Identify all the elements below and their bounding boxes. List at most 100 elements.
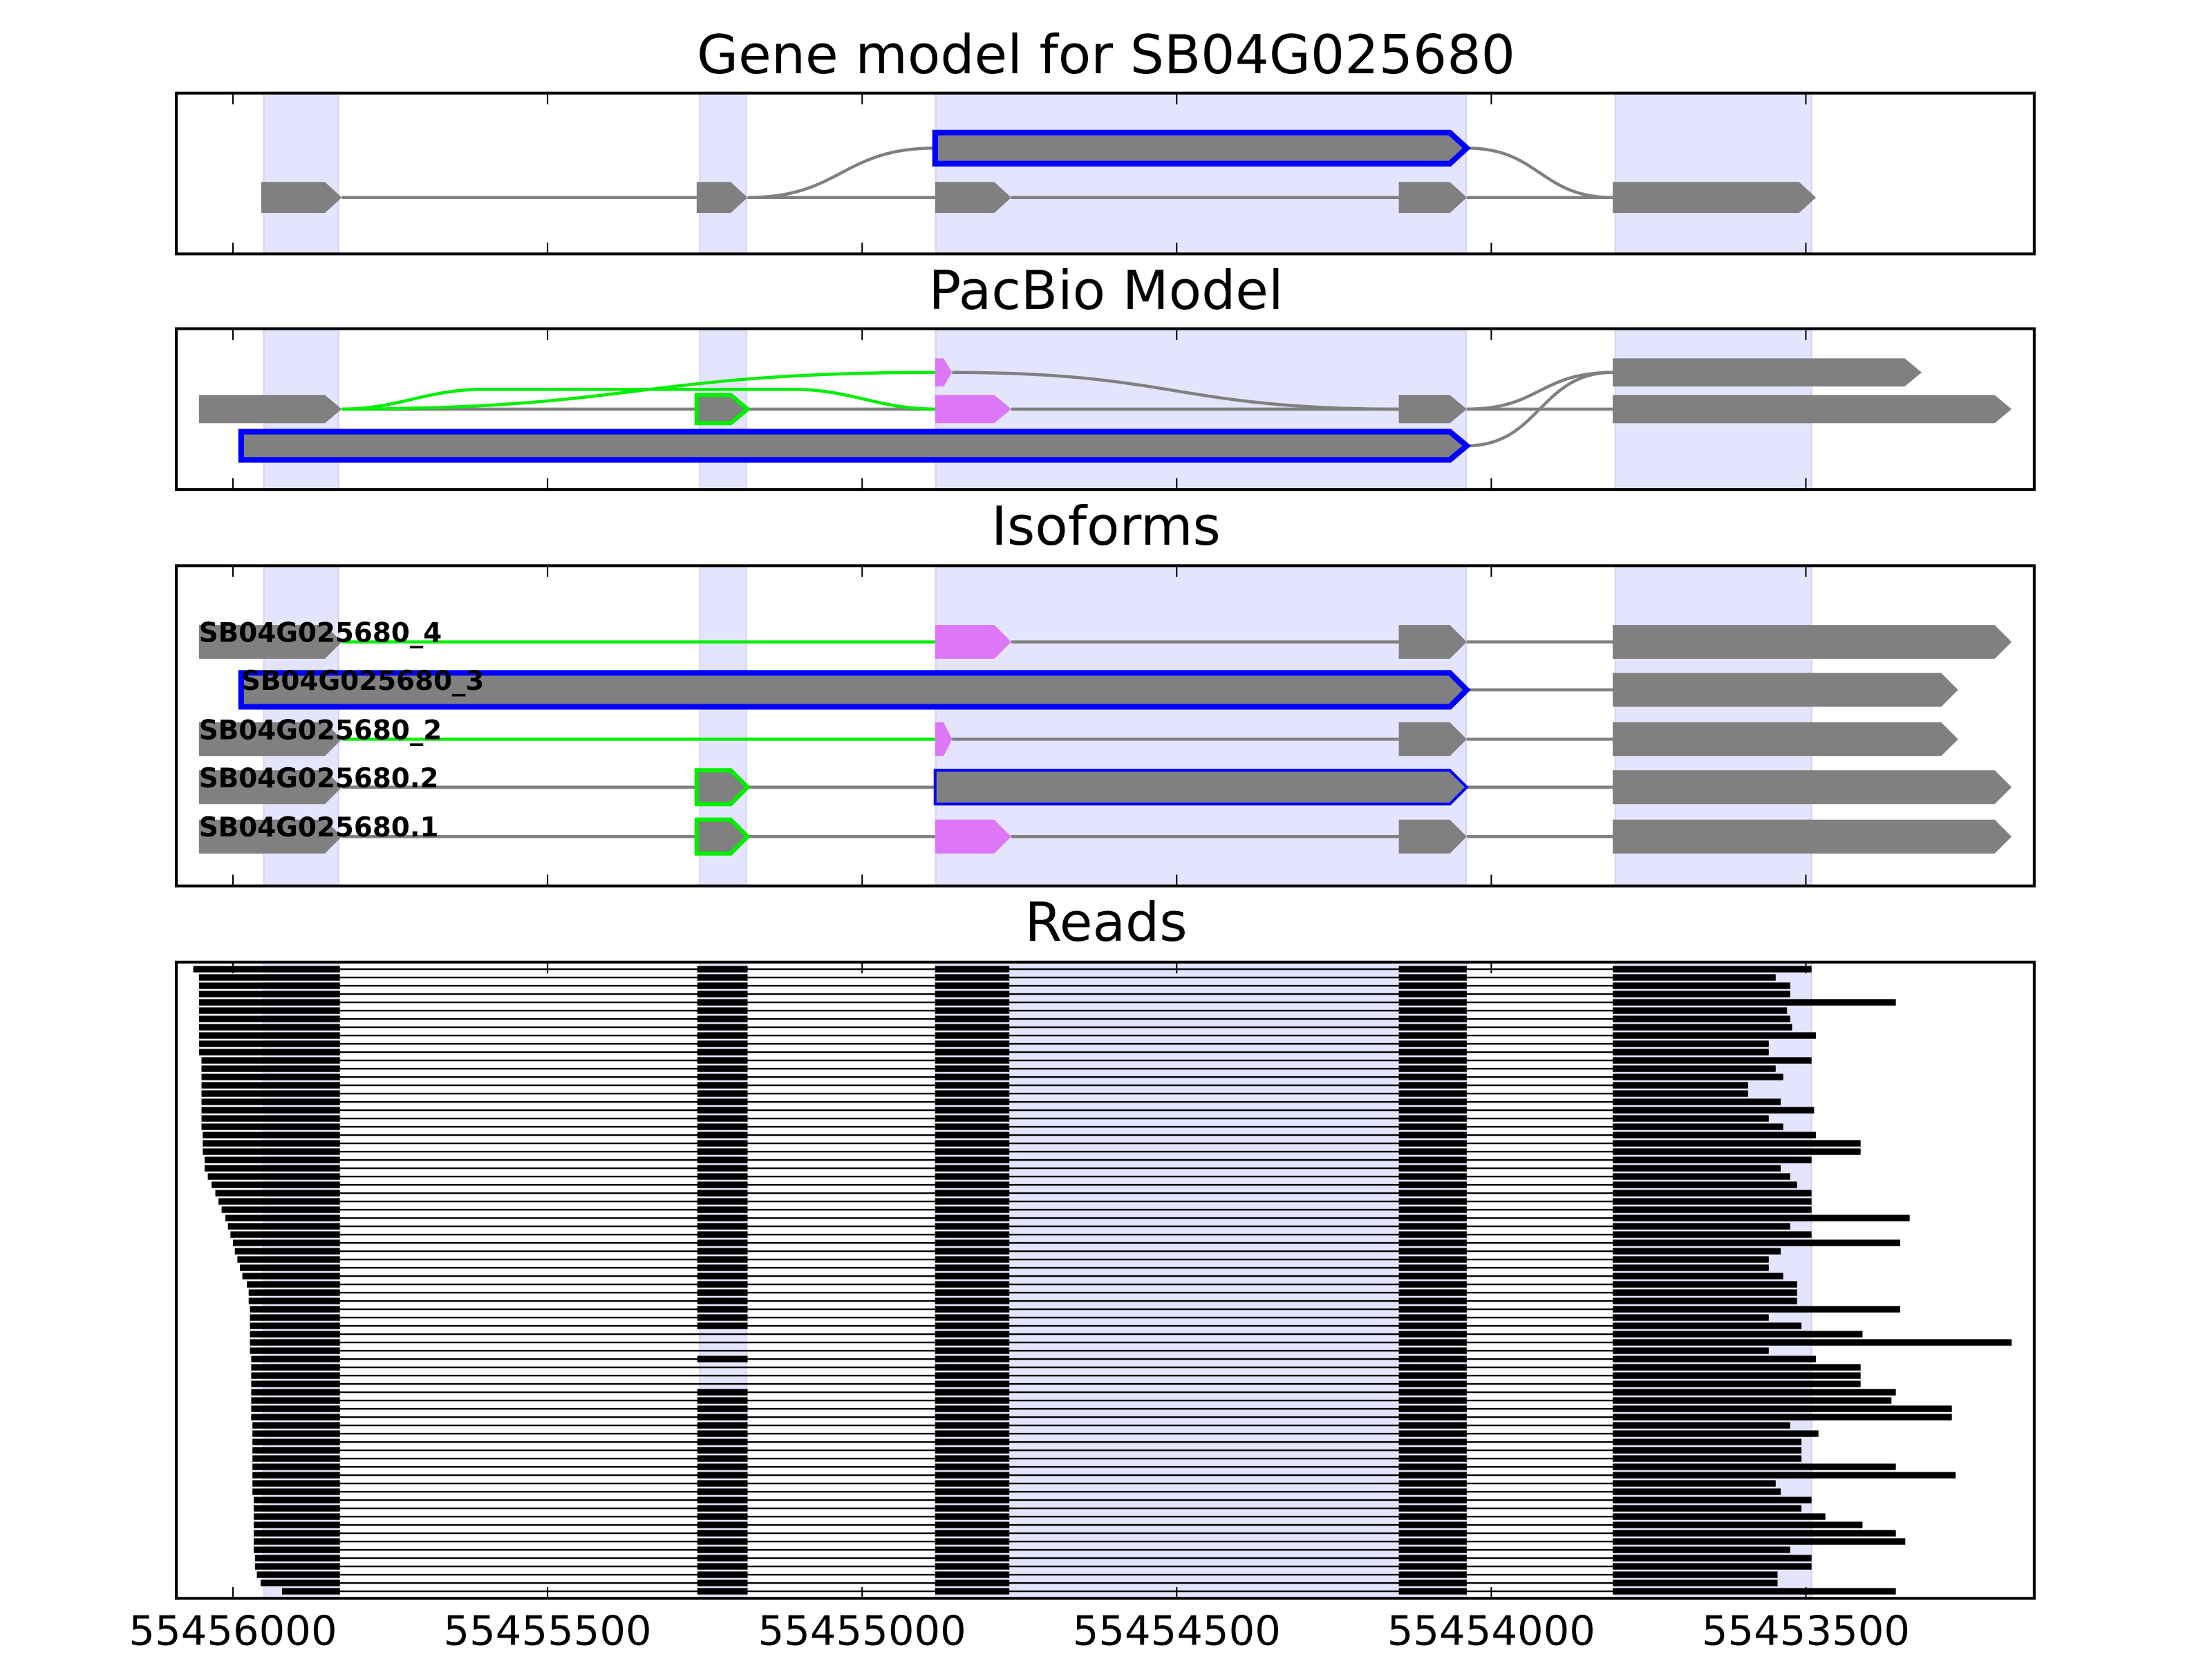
read-block <box>697 1273 748 1280</box>
read-block <box>1398 1380 1467 1387</box>
read-block <box>1613 1248 1781 1255</box>
read-block <box>935 1007 1010 1014</box>
read-block <box>193 966 340 973</box>
read-block <box>697 1389 748 1396</box>
exon <box>696 182 748 214</box>
read-block <box>935 1472 1010 1479</box>
read <box>251 1380 1861 1387</box>
read-block <box>1613 1347 1769 1354</box>
read-block <box>1398 1497 1467 1503</box>
read <box>203 1140 1861 1147</box>
read-block <box>1398 1414 1467 1421</box>
exon <box>932 129 1471 167</box>
read-block <box>198 1049 340 1056</box>
read <box>254 1538 1906 1545</box>
panel-frame <box>175 960 2036 1600</box>
read-block <box>250 1347 340 1354</box>
read-block <box>1398 1472 1467 1479</box>
read-block <box>935 1132 1010 1138</box>
read-block <box>254 1497 340 1503</box>
read-block <box>1613 1015 1790 1022</box>
read-block <box>221 1206 340 1213</box>
read-block <box>935 1082 1010 1089</box>
read-block <box>1613 1140 1861 1147</box>
read <box>252 1438 1802 1445</box>
shaded-exon-region <box>263 92 339 255</box>
isoform-label: SB04G025680.1 <box>199 812 439 843</box>
read-block <box>252 1463 340 1470</box>
read-block <box>207 1173 340 1180</box>
read-block <box>935 1148 1010 1155</box>
read-block <box>697 1057 748 1064</box>
read-block <box>1398 1447 1467 1454</box>
read-block <box>935 1165 1010 1172</box>
read-block <box>935 1513 1010 1520</box>
read-block <box>697 1215 748 1221</box>
read-block <box>1398 1405 1467 1412</box>
read-block <box>697 1447 748 1454</box>
read-block <box>935 1173 1010 1180</box>
read-block <box>1613 1165 1781 1172</box>
read <box>252 1447 1802 1454</box>
read-block <box>251 1356 340 1362</box>
read-block <box>212 1181 340 1188</box>
read-block <box>251 1372 340 1379</box>
exon <box>1398 625 1467 659</box>
read-block <box>935 1181 1010 1188</box>
read-block <box>1398 1123 1467 1130</box>
read-block <box>1398 1082 1467 1089</box>
read-block <box>1398 1455 1467 1462</box>
read-block <box>697 1472 748 1479</box>
read-block <box>1398 1571 1467 1578</box>
read-block <box>697 1530 748 1537</box>
read-block <box>240 1264 340 1271</box>
panel-title-reads: Reads <box>1024 892 1187 954</box>
read <box>201 1065 1776 1072</box>
read-block <box>697 1173 748 1180</box>
read <box>247 1281 1797 1288</box>
read-block <box>248 1297 340 1304</box>
read-block <box>1398 1463 1467 1470</box>
read-block <box>1613 1032 1817 1039</box>
read-block <box>1398 1397 1467 1404</box>
read-block <box>1398 1438 1467 1445</box>
read <box>198 1049 1769 1056</box>
read-block <box>1398 1347 1467 1354</box>
read-block <box>935 1455 1010 1462</box>
read <box>254 1521 1863 1528</box>
read-block <box>935 1248 1010 1255</box>
read-block <box>1398 1223 1467 1230</box>
read-block <box>252 1455 340 1462</box>
exon <box>1613 770 2012 805</box>
read-block <box>1613 991 1790 997</box>
read-block <box>935 1555 1010 1562</box>
read-block <box>1613 1057 1812 1064</box>
read-block <box>1613 1007 1788 1014</box>
read-block <box>1398 1040 1467 1047</box>
read-block <box>1398 1015 1467 1022</box>
read <box>252 1455 1802 1462</box>
panel-2 <box>175 564 2036 888</box>
read <box>230 1231 1812 1238</box>
read-block <box>198 991 340 997</box>
exon <box>1613 673 1958 707</box>
read-block <box>935 1488 1010 1495</box>
isoform-label: SB04G025680.2 <box>199 763 439 794</box>
read <box>198 1015 1790 1022</box>
read-block <box>1613 1430 1819 1437</box>
read-block <box>1613 1264 1769 1271</box>
read-block <box>935 1563 1010 1570</box>
read <box>227 1223 1790 1230</box>
read-block <box>697 1497 748 1503</box>
read-block <box>1613 1090 1748 1097</box>
read-block <box>1613 1397 1892 1404</box>
read-block <box>697 1032 748 1039</box>
read-block <box>1613 1546 1790 1553</box>
read-block <box>1398 1107 1467 1114</box>
read-block <box>697 1546 748 1553</box>
read <box>198 1007 1788 1014</box>
read <box>251 1356 1817 1362</box>
read-block <box>1398 1563 1467 1570</box>
read-block <box>935 1140 1010 1147</box>
read-block <box>697 1049 748 1056</box>
